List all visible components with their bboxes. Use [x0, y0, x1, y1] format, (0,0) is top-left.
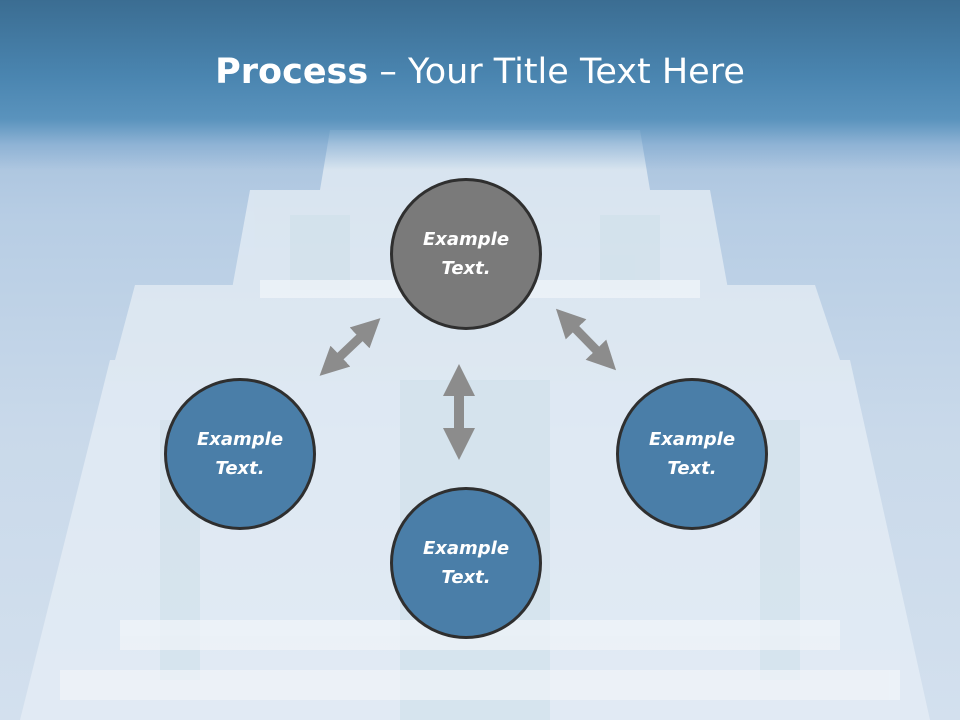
slide-title: Process – Your Title Text Here — [0, 52, 960, 92]
header-band — [0, 0, 960, 170]
node-left: Example Text. — [164, 378, 316, 530]
arrow-right-diagonal — [555, 308, 617, 371]
title-bold: Process — [215, 52, 369, 92]
node-top-label: Example Text. — [422, 229, 510, 279]
node-left-label: Example Text. — [196, 429, 284, 479]
node-right: Example Text. — [616, 378, 768, 530]
node-top: Example Text. — [390, 178, 542, 330]
node-bottom: Example Text. — [390, 487, 542, 639]
node-bottom-label: Example Text. — [422, 538, 510, 588]
arrow-left-diagonal — [319, 318, 381, 376]
node-right-label: Example Text. — [648, 429, 736, 479]
title-rest: – Your Title Text Here — [368, 52, 745, 92]
